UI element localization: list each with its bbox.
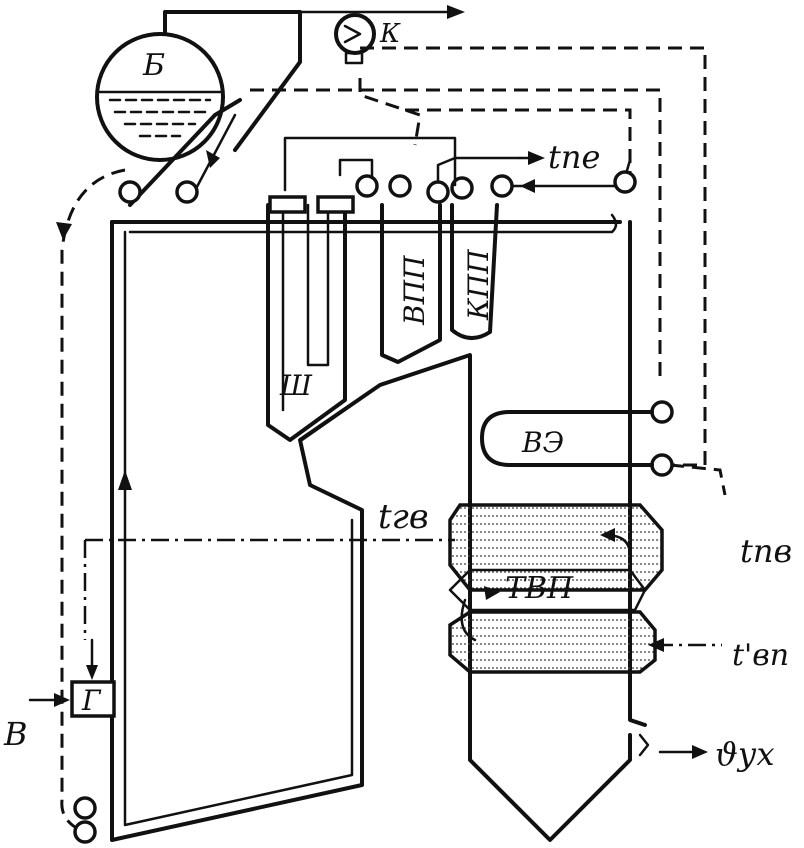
economizer: ВЭ (480, 410, 654, 467)
drum: Б (95, 32, 225, 162)
sh-label: Ш (279, 369, 313, 402)
convective-shaft (468, 220, 650, 842)
air-heater: ТВП (448, 503, 664, 674)
drum-label: Б (142, 48, 165, 83)
burner: Г В (3, 638, 116, 753)
kpp-label: КПП (462, 249, 495, 321)
control-lines (250, 46, 727, 496)
steam-line (163, 5, 465, 152)
v-ux-label: ϑух (715, 735, 774, 773)
t-pe-label: tпе (548, 138, 600, 176)
ve-label: ВЭ (521, 426, 564, 459)
screen-sh: Ш (266, 195, 355, 442)
gas-temp-line (83, 538, 722, 652)
kpp: КПП (450, 203, 499, 340)
tvp-label: ТВП (505, 571, 574, 606)
flue-exit (658, 745, 708, 759)
valve-label: К (379, 19, 401, 49)
t-ge-label: tгв (378, 497, 429, 537)
burner-label: Г (81, 684, 102, 717)
downcomer (56, 168, 126, 832)
vpp-label: ВПП (398, 255, 431, 326)
vpp: ВПП (380, 203, 442, 364)
furnace (110, 213, 622, 842)
t-vp-label: t'вп (732, 638, 789, 673)
sh-piping (283, 136, 617, 193)
headers (73, 170, 674, 844)
t-pv-label: tпв (740, 532, 792, 570)
air-label: В (3, 715, 28, 753)
risers (128, 98, 242, 207)
valve-k: К (334, 13, 401, 65)
